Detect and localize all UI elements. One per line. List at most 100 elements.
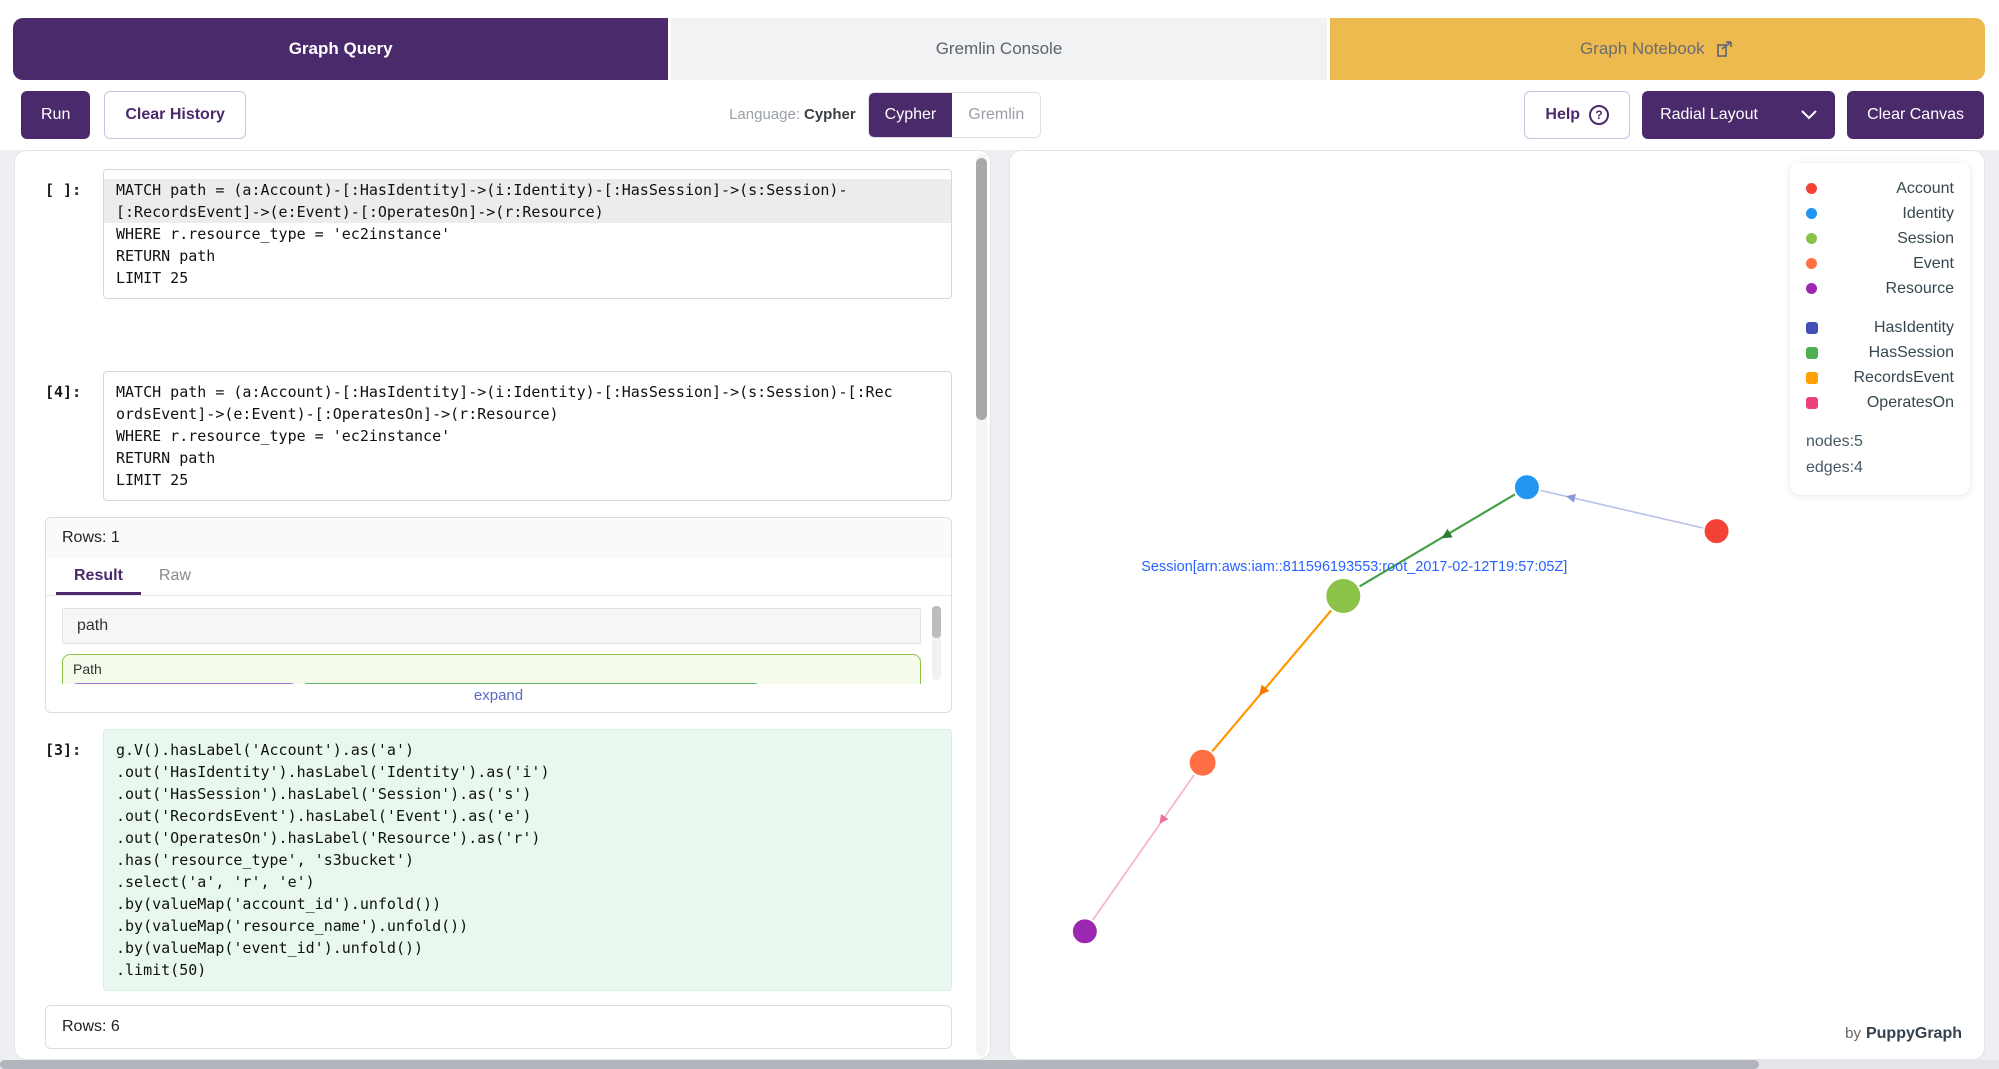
clear-canvas-button[interactable]: Clear Canvas <box>1847 90 1984 139</box>
legend-label: RecordsEvent <box>1853 368 1955 386</box>
code-line: .out('RecordsEvent').hasLabel('Event').a… <box>116 807 532 825</box>
result-scrollbar-thumb[interactable] <box>932 606 941 638</box>
layout-dropdown[interactable]: Radial Layout <box>1642 90 1836 139</box>
node-resource[interactable] <box>1070 917 1099 946</box>
legend-label: Account <box>1896 179 1954 197</box>
edge-hassession-arrow <box>1441 528 1453 539</box>
tab-graph-notebook-label: Graph Notebook <box>1579 39 1705 58</box>
edge-operateson-arrow <box>1159 813 1169 824</box>
code-editor-cell4[interactable]: MATCH path = (a:Account)-[:HasIdentity]-… <box>103 371 952 501</box>
code-line: WHERE r.resource_type = 'ec2instance' <box>116 427 451 445</box>
legend-label: HasIdentity <box>1873 318 1954 336</box>
toggle-gremlin[interactable]: Gremlin <box>952 92 1041 137</box>
result-container: Rows: 1 Result Raw path Path Node=Accoun… <box>45 517 952 713</box>
expand-link[interactable]: expand <box>473 687 524 704</box>
query-panel-scrollbar[interactable] <box>976 154 987 1056</box>
legend-item-session[interactable]: Session <box>1806 226 1954 251</box>
code-editor-cell1[interactable]: MATCH path = (a:Account)-[:HasIdentity]-… <box>103 169 952 299</box>
edge-recordsevent[interactable] <box>1201 595 1345 764</box>
language-label: Language:Cypher <box>729 106 856 123</box>
graph-legend: Account Identity Session Event Resource <box>1790 163 1970 495</box>
legend-item-hassession[interactable]: HasSession <box>1806 340 1954 365</box>
cell-prompt: [4]: <box>45 383 82 401</box>
language-toggle: Cypher Gremlin <box>867 91 1042 138</box>
horizontal-scrollbar-thumb[interactable] <box>0 1060 1760 1069</box>
tab-graph-notebook[interactable]: Graph Notebook <box>1329 18 1985 80</box>
legend-item-hasidentity[interactable]: HasIdentity <box>1806 315 1954 340</box>
legend-item-event[interactable]: Event <box>1806 251 1954 276</box>
query-cell-4: [4]: MATCH path = (a:Account)-[:HasIdent… <box>45 371 952 501</box>
tab-raw[interactable]: Raw <box>158 567 191 584</box>
tab-graph-query[interactable]: Graph Query <box>13 18 669 80</box>
session-color-dot <box>1806 233 1817 244</box>
graph-visualization[interactable]: Session[arn:aws:iam::811596193553:root_2… <box>1010 151 1984 1059</box>
recordsevent-color-square <box>1806 371 1818 384</box>
code-line: .limit(50) <box>116 961 207 979</box>
legend-item-account[interactable]: Account <box>1806 176 1954 201</box>
node-chip[interactable]: Node=Account[811596193553] <box>73 683 295 684</box>
edge-recordsevent-arrow <box>1259 684 1270 696</box>
path-chips: Node=Account[811596193553] Relationship=… <box>73 683 910 684</box>
code-line: [:RecordsEvent]->(e:Event)-[:OperatesOn]… <box>104 201 951 223</box>
legend-item-identity[interactable]: Identity <box>1806 201 1954 226</box>
resource-color-dot <box>1806 283 1817 294</box>
tab-result[interactable]: Result <box>56 558 141 595</box>
legend-divider <box>1806 301 1954 315</box>
legend-item-recordsevent[interactable]: RecordsEvent <box>1806 365 1954 390</box>
layout-dropdown-label: Radial Layout <box>1660 105 1758 123</box>
help-button[interactable]: Help ? <box>1524 90 1631 139</box>
tab-gremlin-console-label: Gremlin Console <box>935 39 1063 58</box>
hassession-color-square <box>1806 346 1818 359</box>
edge-hasidentity[interactable] <box>1526 486 1717 532</box>
toolbar-right: Help ? Radial Layout Clear Canvas <box>1524 90 1984 139</box>
code-line: .has('resource_type', 's3bucket') <box>116 851 415 869</box>
node-account[interactable] <box>1702 517 1731 546</box>
node-session[interactable] <box>1324 577 1363 615</box>
legend-label: Event <box>1913 254 1954 272</box>
run-button[interactable]: Run <box>21 90 91 139</box>
clear-history-button[interactable]: Clear History <box>104 90 246 139</box>
account-color-dot <box>1806 183 1817 194</box>
query-panel-scrollbar-thumb[interactable] <box>976 158 987 420</box>
relationship-chip[interactable]: Relationship=HasIdentity[arn:aws:iam::81… <box>302 683 759 684</box>
result-scrollbar[interactable] <box>932 606 941 680</box>
legend-label: Resource <box>1885 279 1954 297</box>
graph-canvas[interactable]: Session[arn:aws:iam::811596193553:root_2… <box>1009 150 1985 1060</box>
header: Graph Query Gremlin Console Graph Notebo… <box>0 0 1999 150</box>
code-line: .select('a', 'r', 'e') <box>116 873 315 891</box>
legend-label: Session <box>1897 229 1954 247</box>
code-line: RETURN path <box>116 247 216 265</box>
edge-count: edges:4 <box>1806 459 1863 476</box>
path-result-label: Path <box>73 661 102 677</box>
identity-color-dot <box>1806 208 1817 219</box>
edge-hasidentity-arrow <box>1566 493 1576 503</box>
tab-gremlin-console[interactable]: Gremlin Console <box>671 18 1327 80</box>
legend-label: Identity <box>1902 204 1954 222</box>
edge-operateson[interactable] <box>1084 762 1204 932</box>
language-value: Cypher <box>803 106 856 123</box>
query-cell-3: [3]: g.V().hasLabel('Account').as('a') .… <box>45 729 952 991</box>
chevron-down-icon <box>1801 109 1817 119</box>
main-tabs: Graph Query Gremlin Console Graph Notebo… <box>13 18 1985 80</box>
query-panel: [ ]: MATCH path = (a:Account)-[:HasIdent… <box>14 150 991 1060</box>
brand-footer-name: PuppyGraph <box>1865 1025 1962 1042</box>
code-editor-cell3[interactable]: g.V().hasLabel('Account').as('a') .out('… <box>103 729 952 991</box>
code-line: MATCH path = (a:Account)-[:HasIdentity]-… <box>104 179 951 201</box>
node-identity[interactable] <box>1512 473 1541 502</box>
cell-prompt: [ ]: <box>45 181 82 199</box>
rows-count: Rows: 1 <box>46 518 951 558</box>
legend-item-operateson[interactable]: OperatesOn <box>1806 390 1954 415</box>
rows-count-6: Rows: 6 <box>45 1005 952 1049</box>
hasidentity-color-square <box>1806 321 1818 334</box>
code-line: .by(valueMap('event_id').unfold()) <box>116 939 424 957</box>
toolbar-center: Language:Cypher Cypher Gremlin <box>246 91 1524 138</box>
code-line: g.V().hasLabel('Account').as('a') <box>116 741 415 759</box>
edge-hassession[interactable] <box>1342 486 1528 597</box>
code-line: LIMIT 25 <box>116 471 189 489</box>
horizontal-scrollbar[interactable] <box>0 1060 1999 1069</box>
toggle-cypher[interactable]: Cypher <box>868 92 953 137</box>
legend-item-resource[interactable]: Resource <box>1806 276 1954 301</box>
help-circle-icon: ? <box>1589 104 1610 125</box>
node-event[interactable] <box>1187 747 1218 778</box>
